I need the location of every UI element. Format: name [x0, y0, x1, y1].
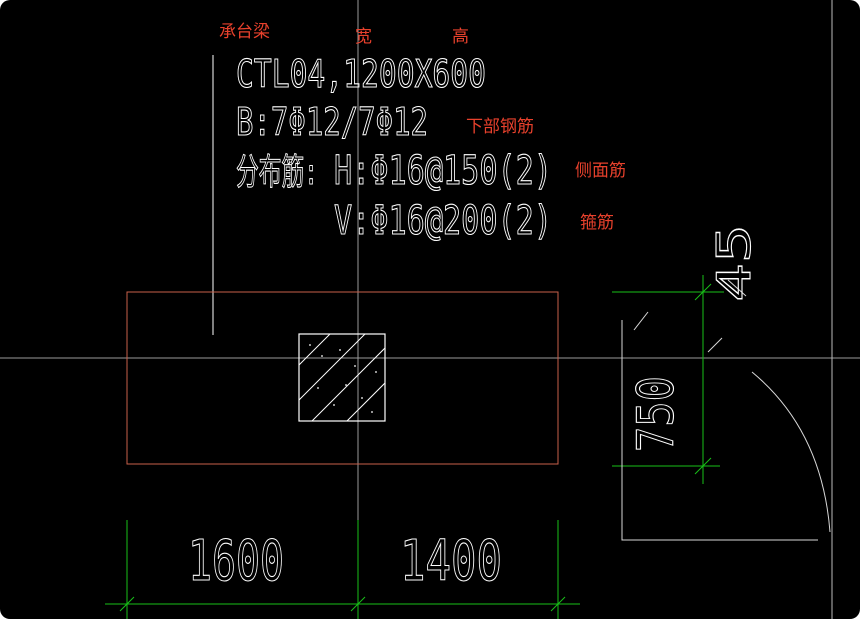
beam-spec-text: CTL04,1200X600 [236, 52, 486, 96]
dim-left-text: 1600 [188, 529, 284, 594]
height-annotation: 高 [452, 27, 469, 47]
dim-angle-text: 45 [707, 224, 761, 302]
vertical-reinf-text: V:Φ16@200(2) [334, 198, 552, 244]
dim-vertical-text: 750 [627, 376, 685, 452]
width-annotation: 宽 [355, 27, 372, 47]
side-reinf-label: 分布筋: [236, 152, 318, 193]
bottom-reinf-text: B:7Φ12/7Φ12 [236, 100, 428, 144]
column-section [298, 333, 386, 422]
cap-beam-annotation: 承台梁 [219, 22, 270, 42]
cap-beam-outline [126, 291, 559, 465]
dim-right-text: 1400 [400, 529, 502, 594]
side-rebar-annotation: 侧面筋 [575, 161, 626, 181]
bottom-dimension [105, 520, 580, 619]
side-view [612, 275, 831, 541]
stirrup-annotation: 箍筋 [580, 213, 614, 233]
side-reinf-text: H:Φ16@150(2) [334, 148, 552, 194]
bottom-rebar-annotation: 下部钢筋 [466, 117, 534, 137]
